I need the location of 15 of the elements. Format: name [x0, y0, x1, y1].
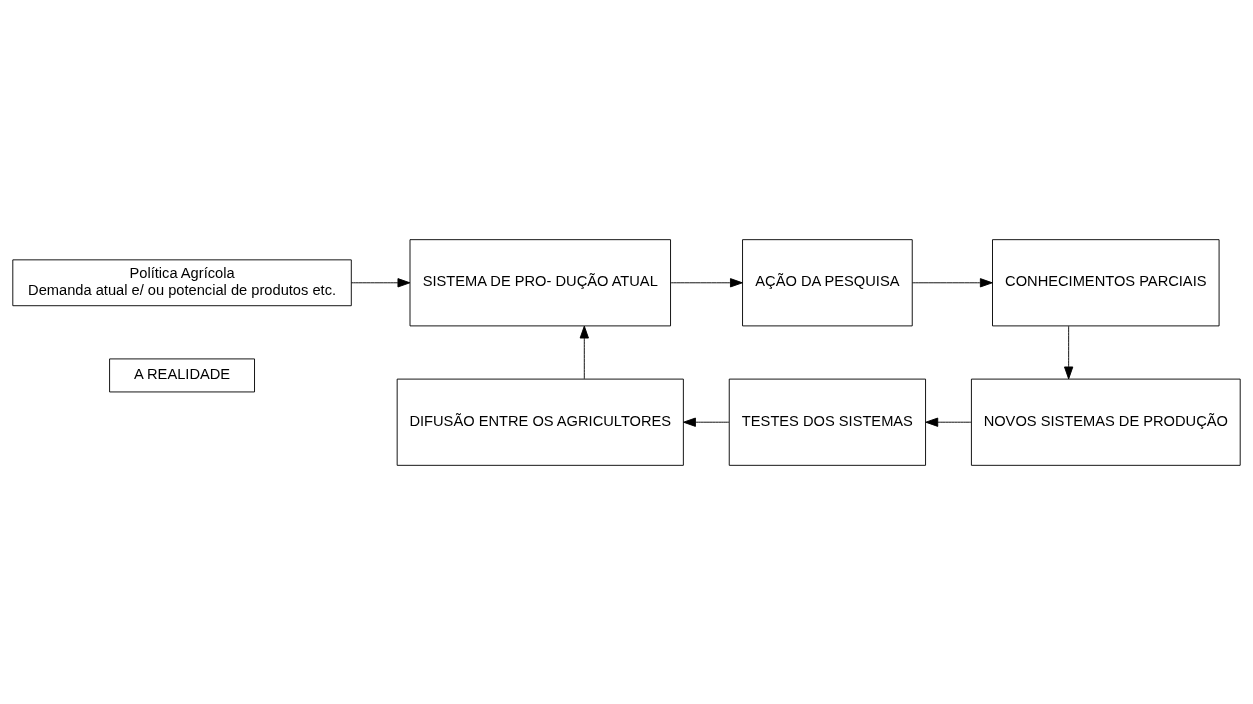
- node-box: AÇÃO DA PESQUISA: [742, 238, 913, 326]
- arrow: [925, 417, 972, 427]
- arrow: [670, 277, 743, 287]
- node-box: TESTES DOS SISTEMAS: [728, 378, 926, 466]
- arrow: [683, 417, 730, 427]
- node-box: Política Agrícola Demanda atual e/ ou potencial de produtos etc.: [12, 258, 352, 306]
- node-box: A REALIDADE: [109, 357, 255, 392]
- arrow: [351, 277, 411, 287]
- node-box: DIFUSÃO ENTRE OS AGRICULTORES: [396, 378, 684, 466]
- node-box: NOVOS SISTEMAS DE PRODUÇÃO: [970, 378, 1241, 466]
- arrow: [579, 325, 589, 379]
- arrow: [1064, 325, 1074, 379]
- node-box: SISTEMA DE PRO- DUÇÃO ATUAL: [409, 238, 671, 326]
- node-box: CONHECIMENTOS PARCIAIS: [992, 238, 1220, 326]
- arrow: [912, 277, 993, 287]
